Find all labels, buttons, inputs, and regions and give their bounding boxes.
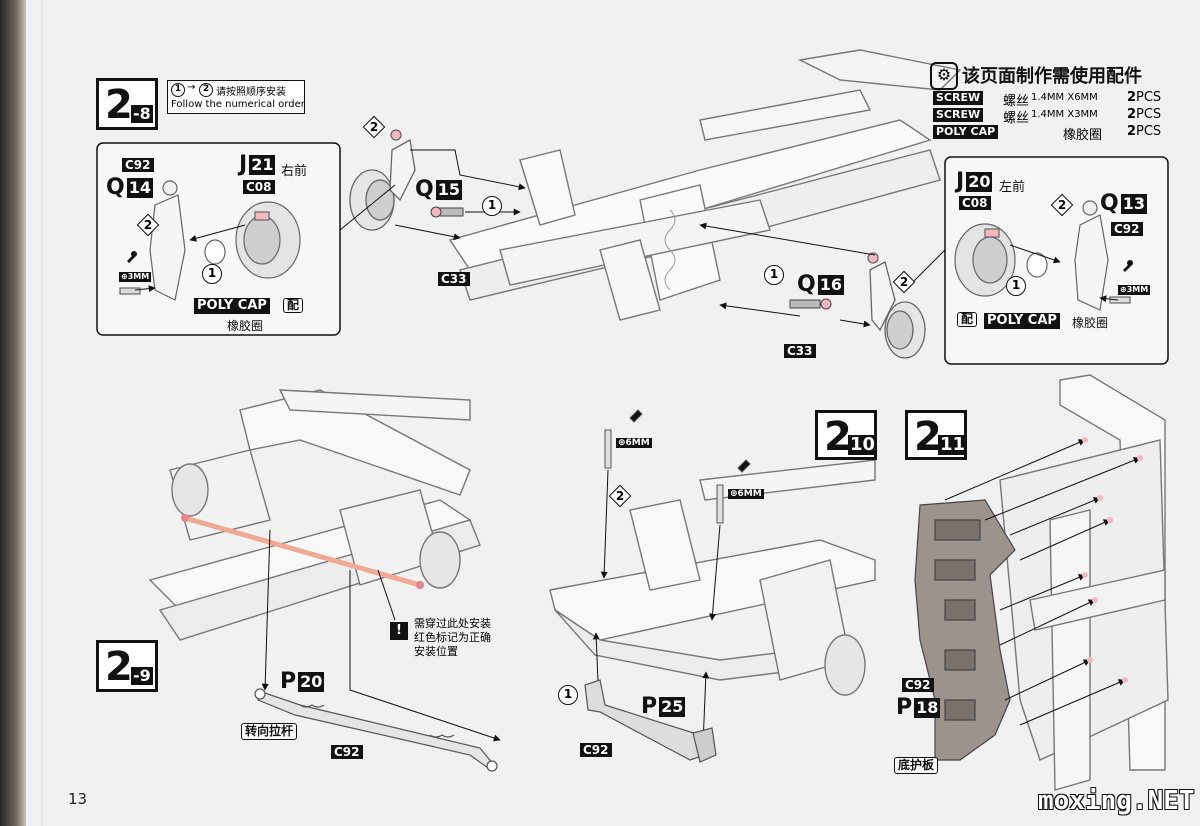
part-name: 螺丝 [1003, 94, 1030, 109]
warning-icon: ! [390, 622, 408, 640]
part-name: 橡胶圈 [1063, 128, 1103, 143]
tierod-zh-label: 转向拉杆 [241, 723, 298, 740]
step-badge-2-10: 2 10 [815, 410, 878, 460]
left-step-2-marker: 2 [136, 213, 160, 237]
main-step-2a-marker: 2 [362, 115, 386, 139]
p20-c92-label: C92 [331, 745, 363, 759]
left-step-1-marker: 1 [202, 264, 222, 284]
main-step-2b-marker: 2 [892, 270, 916, 294]
order-note-en: Follow the numerical order [171, 99, 305, 110]
c33-label-b: C33 [784, 344, 816, 358]
order-to-badge: 2 [199, 83, 213, 97]
manual-page: { "parts_box": { "title": "该页面制作需使用配件", … [26, 0, 1200, 826]
left-j21-zh: 右前 [281, 164, 308, 179]
page-binding-shadow [0, 0, 26, 826]
p25-c92-label: C92 [580, 743, 612, 757]
step-badge-2-8: 2 -8 [96, 78, 158, 130]
bracket-part-p25 [584, 679, 717, 763]
screw-q16 [789, 298, 832, 310]
part-qty-unit: PCS [1136, 124, 1162, 139]
tierod-part-p20 [254, 688, 498, 772]
right-pei-tag: 配 [957, 312, 978, 327]
main-step-1b-marker: 1 [764, 265, 784, 285]
part-size: 1.4MM X6MM [1031, 92, 1098, 103]
part-qty-unit: PCS [1136, 90, 1162, 105]
part-qty-num: 2 [1127, 107, 1137, 122]
order-note-zh: 请按照顺序安装 [216, 87, 286, 98]
left-screw-3mm-tag: ⊕3MM [119, 272, 152, 282]
part-tag: POLY CAP [933, 125, 999, 139]
left-polycap-tag: POLY CAP [194, 298, 270, 314]
part-tag: SCREW [933, 108, 984, 122]
right-c92-label: C92 [1111, 222, 1143, 236]
parts-list: SCREW 螺丝 1.4MM X6MM 2 PCS SCREW 螺丝 1.4MM… [933, 90, 1169, 143]
left-hub-disc [349, 129, 416, 231]
warning-note: 需穿过此处安装 红色标记为正确 安装位置 [414, 617, 491, 658]
screwdriver-icon [125, 248, 137, 263]
screw-6mm-tag-b: ⊕6MM [728, 489, 764, 499]
right-polycap-tag: POLY CAP [984, 313, 1060, 329]
step-2-10-marker-1: 1 [558, 685, 578, 705]
gear-icon: ⚙ [930, 62, 958, 90]
part-qty-num: 2 [1127, 124, 1137, 139]
right-polycap-zh: 橡胶圈 [1072, 316, 1109, 330]
part-size: 1.4MM X3MM [1031, 109, 1098, 120]
left-pei-tag: 配 [283, 298, 304, 313]
parts-box-title: 该页面制作需使用配件 [962, 66, 1142, 87]
parts-row: POLY CAP 橡胶圈 2 PCS [933, 124, 1169, 143]
page-number: 13 [68, 790, 88, 808]
part-qty-unit: PCS [1136, 107, 1162, 122]
order-note-box: 1 → 2 请按照顺序安装 Follow the numerical order [167, 80, 305, 114]
order-from-badge: 1 [171, 83, 185, 97]
screw-q15 [430, 206, 464, 218]
right-j20-zh: 左前 [999, 180, 1026, 195]
arrow-right-icon: → [187, 82, 196, 93]
step-2-10-marker-2: 2 [608, 484, 632, 508]
frame-illustration-2-10 [549, 459, 876, 696]
screw-6mm-tag-a: ⊕6MM [616, 438, 652, 448]
part-name: 螺丝 [1003, 111, 1030, 126]
watermark: moxing.NET [1038, 786, 1195, 816]
left-polycap-zh: 橡胶圈 [227, 319, 264, 333]
skid-plate-zh-label: 底护板 [894, 757, 939, 774]
p18-c92-label: C92 [902, 678, 934, 692]
right-c08-label: C08 [959, 196, 991, 210]
parts-row: SCREW 螺丝 1.4MM X3MM 2 PCS [933, 107, 1169, 126]
c33-label-a: C33 [438, 272, 470, 286]
parts-row: SCREW 螺丝 1.4MM X6MM 2 PCS [933, 90, 1169, 109]
part-qty-num: 2 [1127, 90, 1137, 105]
step-badge-2-9: 2 -9 [96, 640, 158, 692]
right-screw-3mm-tag: ⊕3MM [1118, 285, 1151, 295]
right-hub-disc [867, 252, 926, 359]
right-step-2-marker: 2 [1050, 193, 1074, 217]
screwdriver-icon [1121, 257, 1133, 272]
left-c92-label: C92 [122, 158, 154, 172]
skid-plate-p18 [914, 499, 1016, 761]
main-step-1a-marker: 1 [482, 196, 502, 216]
right-step-1-marker: 1 [1006, 276, 1026, 296]
assembly-illustrations [41, 0, 1169, 826]
part-tag: SCREW [933, 91, 984, 105]
frame-illustration-2-9 [148, 389, 481, 641]
tierod-highlight [184, 515, 421, 588]
step-badge-2-11: 2 11 [905, 410, 968, 460]
left-c08-label: C08 [243, 180, 275, 194]
